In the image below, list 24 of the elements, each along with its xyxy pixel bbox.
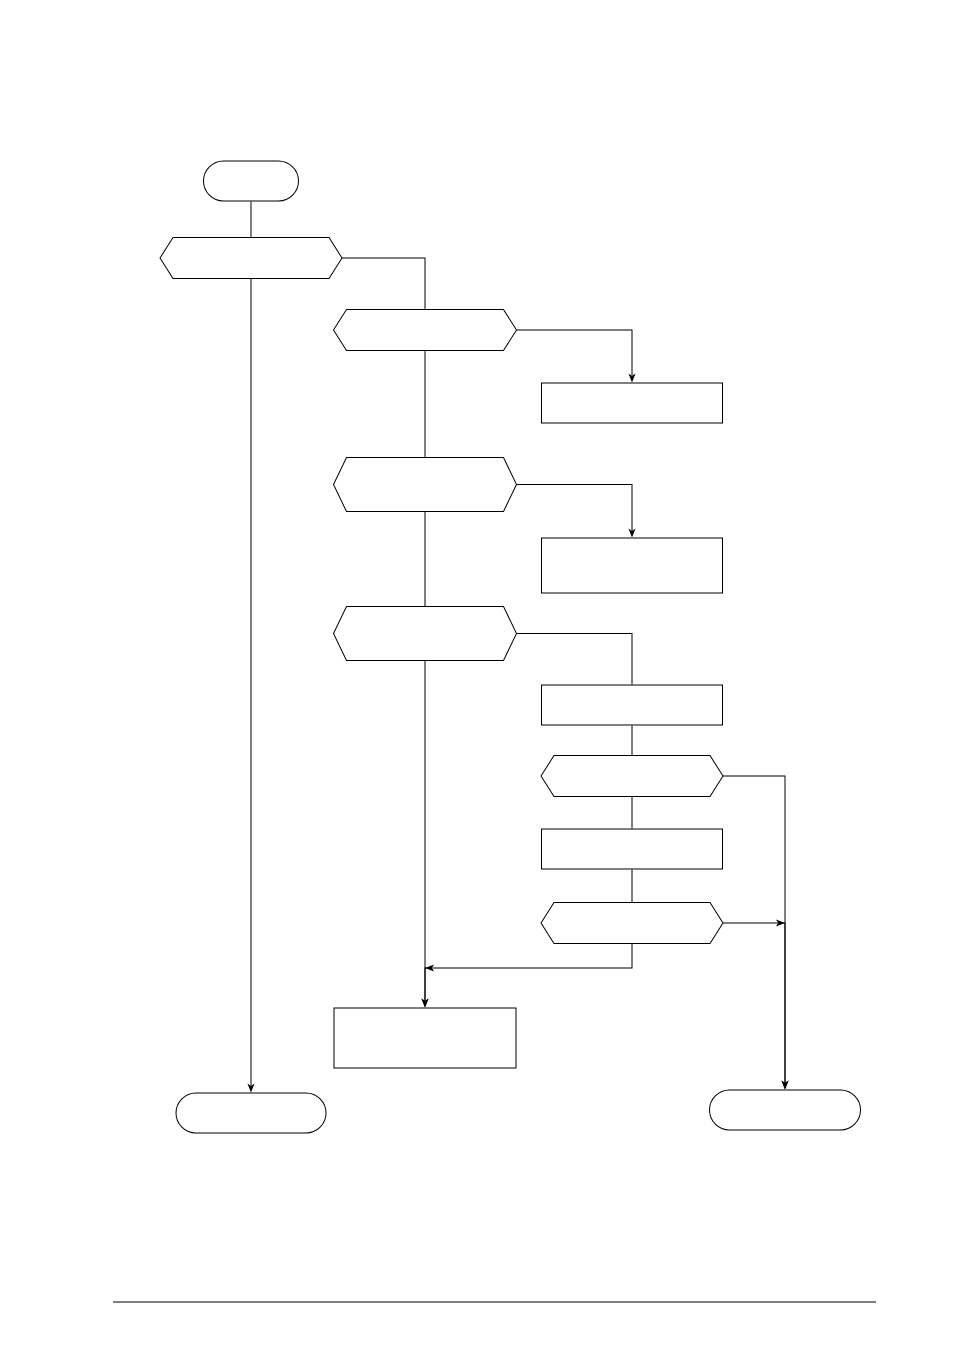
decision-hexagon	[333, 457, 517, 512]
process-box	[333, 1007, 517, 1069]
connector-line	[424, 350, 426, 458]
connector-line	[631, 796, 633, 829]
process-box	[541, 828, 723, 870]
decision-hexagon	[159, 237, 343, 279]
connector-arrow	[516, 484, 635, 537]
process-box	[541, 382, 723, 424]
connector-line	[631, 869, 633, 903]
connector-line	[424, 511, 426, 607]
process-box	[541, 684, 723, 726]
connector-arrow	[722, 920, 788, 1089]
connector-line	[516, 633, 633, 685]
process-box	[541, 537, 723, 594]
connector-arrow	[516, 329, 635, 382]
decision-hexagon	[333, 309, 517, 351]
connector-arrow	[248, 278, 254, 1092]
decision-hexagon	[540, 902, 724, 944]
connector-line	[250, 201, 252, 238]
connector-arrow	[422, 943, 633, 1007]
connector-line	[631, 725, 633, 756]
decision-hexagon	[540, 755, 724, 797]
connector-line	[341, 257, 426, 310]
decision-hexagon	[333, 606, 517, 661]
